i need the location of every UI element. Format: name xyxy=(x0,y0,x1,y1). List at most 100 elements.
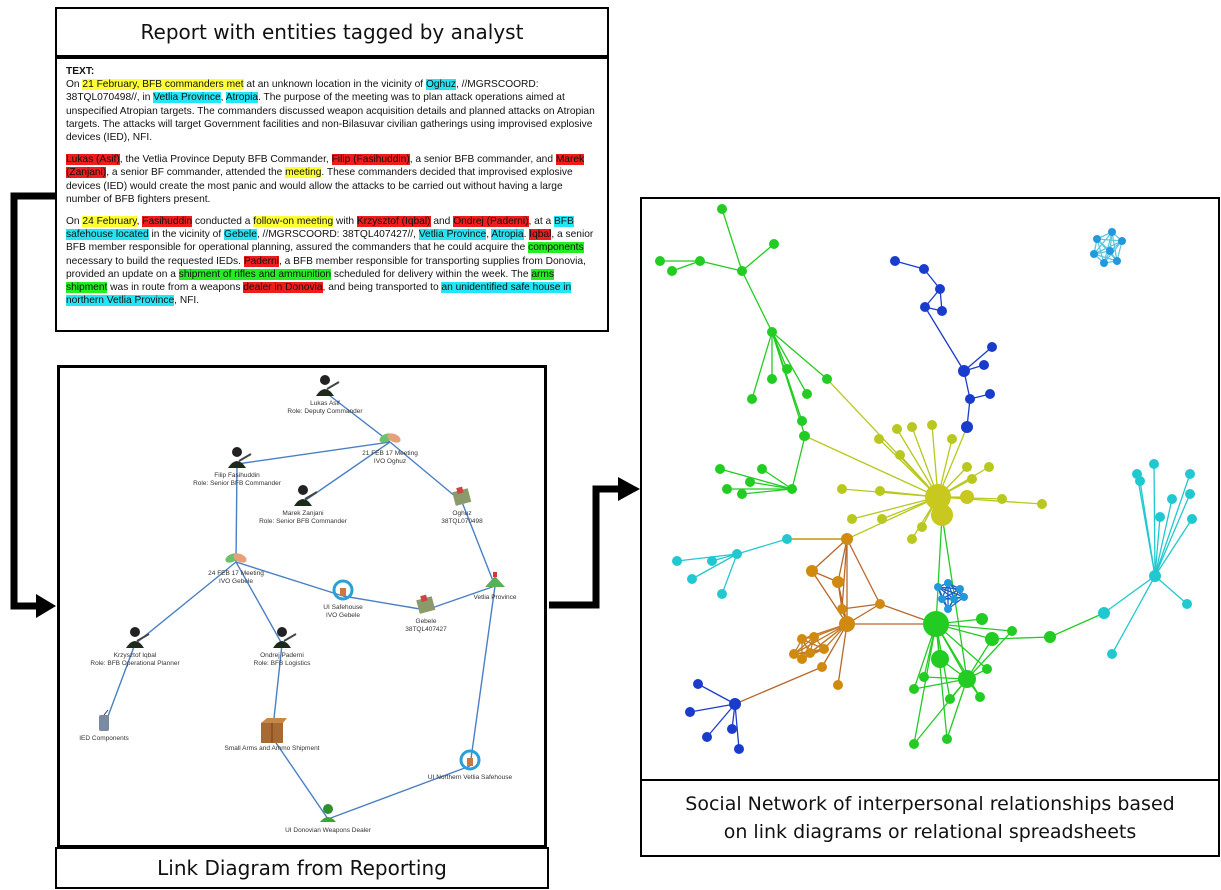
network-node xyxy=(942,734,952,744)
link-edge xyxy=(469,585,496,767)
link-node-detail: 38TQL407427 xyxy=(405,626,447,633)
network-edge xyxy=(837,538,848,583)
network-edge xyxy=(691,553,738,580)
link-node-detail: Role: BFB Operational Planner xyxy=(90,660,180,667)
network-node xyxy=(982,664,992,674)
network-edge xyxy=(991,636,1051,640)
network-edge xyxy=(935,514,943,625)
network-edge xyxy=(913,623,937,745)
network-node xyxy=(985,389,995,399)
network-edge xyxy=(699,260,743,272)
tagged-entity: Fasihuddin xyxy=(142,216,193,228)
link-node-detail: Role: BFB Logistics xyxy=(254,660,311,667)
network-edge xyxy=(1154,493,1191,577)
report-text-run: , NFI. xyxy=(174,295,200,307)
person-icon xyxy=(228,447,252,468)
network-edge xyxy=(1111,575,1156,655)
network-node xyxy=(747,394,757,404)
link-edge xyxy=(302,441,391,503)
network-edge xyxy=(894,260,925,270)
tagged-entity: Gebele xyxy=(224,229,257,241)
network-node xyxy=(960,593,968,601)
network-node xyxy=(962,462,972,472)
safehouse-icon xyxy=(332,579,354,601)
network-node xyxy=(722,484,732,494)
report-text-panel: TEXT: On 21 February, BFB commanders met… xyxy=(55,57,609,332)
network-node xyxy=(1182,599,1192,609)
tagged-entity: Krzysztof (Iqbal) xyxy=(356,216,431,228)
tagged-entity: Lukas (Asif) xyxy=(66,154,120,166)
network-node xyxy=(907,534,917,544)
link-node-name: Marek Zanjani xyxy=(282,510,323,517)
network-node xyxy=(745,477,755,487)
network-node xyxy=(877,514,887,524)
network-node xyxy=(702,732,712,742)
report-text-run: . These commanders decided that improvis… xyxy=(66,167,573,205)
network-node xyxy=(837,604,847,614)
link-caption-text: Link Diagram from Reporting xyxy=(157,856,447,880)
network-node xyxy=(787,484,797,494)
report-text-run: , //MGRSCOORD: 38TQL407427//, xyxy=(256,229,419,241)
network-node xyxy=(841,533,853,545)
tagged-entity: Atropia xyxy=(225,92,259,104)
network-node xyxy=(923,611,949,637)
safehouse-icon xyxy=(459,749,481,771)
network-node xyxy=(1037,499,1047,509)
network-node xyxy=(789,649,799,659)
social-network-graph xyxy=(655,204,1197,754)
network-node xyxy=(931,504,953,526)
network-node xyxy=(875,599,885,609)
network-node xyxy=(890,256,900,266)
link-node-name: IED Components xyxy=(79,735,129,742)
network-edge xyxy=(896,428,939,498)
report-text-run: scheduled for delivery within the week. … xyxy=(331,268,532,280)
social-network-caption: Social Network of interpersonal relation… xyxy=(640,779,1220,857)
report-text-run: , at a xyxy=(528,216,554,228)
report-text-run: , and being transported to xyxy=(322,282,442,294)
network-node xyxy=(1185,469,1195,479)
network-node xyxy=(667,266,677,276)
network-node xyxy=(1187,514,1197,524)
network-edge xyxy=(706,703,736,738)
link-node-name: 24 FEB 17 Meeting xyxy=(208,570,264,577)
network-edge xyxy=(734,666,823,705)
network-node xyxy=(729,698,741,710)
link-node-ied[interactable]: IED Components xyxy=(79,709,129,742)
network-node xyxy=(769,239,779,249)
network-nodes xyxy=(655,204,1197,754)
network-node xyxy=(832,576,844,588)
network-node xyxy=(1090,250,1098,258)
link-edge xyxy=(389,441,463,503)
link-node-northsafe[interactable]: UI Northern Vetlia Safehouse xyxy=(428,749,513,781)
link-edge xyxy=(342,595,427,611)
person-icon xyxy=(316,375,340,396)
network-edge xyxy=(741,243,775,272)
network-edge xyxy=(761,468,793,490)
report-text-run: , xyxy=(486,229,492,241)
network-edge xyxy=(749,481,793,490)
network-edge xyxy=(946,678,968,740)
box-icon xyxy=(261,718,287,743)
map-icon xyxy=(485,572,505,587)
link-node-shipment[interactable]: Small Arms and Ammo Shipment xyxy=(224,718,320,752)
link-node-vetlia[interactable]: Vetlia Province xyxy=(474,572,517,601)
report-text-run: necessary to build the requested IEDs. xyxy=(66,255,244,267)
network-node xyxy=(927,420,937,430)
person-icon xyxy=(294,485,318,506)
network-node xyxy=(1044,631,1056,643)
link-node-name: Small Arms and Ammo Shipment xyxy=(224,745,319,752)
report-text-run: , a senior BFB member responsible for op… xyxy=(66,229,594,254)
tagged-entity: Ondrej (Paderni) xyxy=(453,216,529,228)
link-node-dealer[interactable]: UI Donovian Weapons Dealer xyxy=(285,804,372,834)
network-node xyxy=(809,632,819,642)
